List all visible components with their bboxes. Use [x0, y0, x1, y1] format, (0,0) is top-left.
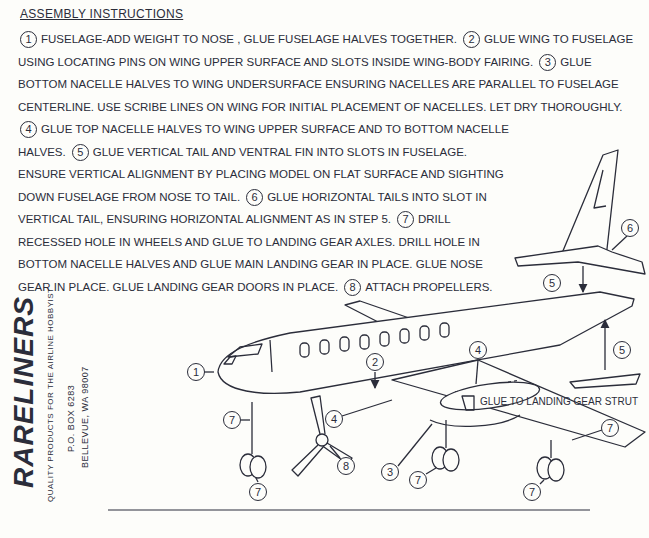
callout-number: 6: [621, 219, 639, 237]
step-number: 1: [20, 31, 37, 48]
spacer: [511, 140, 636, 260]
step-text: ATTACH PROPELLERS.: [365, 281, 492, 293]
leader-line: [330, 446, 340, 458]
callout-number: 1: [187, 363, 205, 381]
gear-door: [462, 396, 474, 410]
leader-line: [256, 478, 258, 482]
wheel: [250, 456, 266, 478]
address-line: P.O. BOX 6283: [66, 385, 76, 452]
leader-line: [540, 480, 544, 484]
instructions: 1 FUSELAGE-ADD WEIGHT TO NOSE , GLUE FUSE…: [18, 28, 636, 298]
horizontal-tail: [515, 246, 645, 274]
assembly-arrow: [374, 372, 375, 388]
brand-slogan: QUALITY PRODUCTS FOR THE AIRLINE HOBBYIS…: [46, 288, 55, 502]
door-line: [270, 340, 272, 372]
spacer: [635, 28, 636, 140]
wheel: [548, 459, 564, 481]
step-number: 5: [72, 144, 89, 161]
address-line: BELLEVUE, WA 98007: [80, 366, 90, 468]
leader-line: [204, 371, 214, 372]
leader-line: [476, 360, 478, 384]
callout-number: 3: [381, 463, 399, 481]
heading: ASSEMBLY INSTRUCTIONS: [20, 7, 183, 21]
callout-number: 7: [601, 419, 619, 437]
callout-number: 8: [337, 457, 355, 475]
step-number: 2: [463, 31, 480, 48]
callout-number: 7: [409, 471, 427, 489]
window: [300, 343, 309, 357]
vertical-tail: [560, 150, 618, 258]
ventral-fin: [570, 374, 640, 388]
window: [400, 329, 409, 343]
step-number: 8: [344, 279, 361, 296]
bottom-rule: [108, 509, 590, 510]
leader-line: [612, 236, 627, 250]
callout-number: 2: [366, 353, 384, 371]
window: [380, 332, 389, 346]
leader-line: [342, 400, 392, 416]
callout-number: 5: [613, 341, 631, 359]
callout-number: 7: [249, 483, 267, 501]
leader-line: [426, 468, 436, 474]
tail-logo: [594, 170, 606, 208]
step-number: 7: [397, 211, 414, 228]
nacelle-bottom-half: [430, 415, 520, 426]
spinner: [316, 434, 328, 446]
callout-number: 7: [523, 483, 541, 501]
brand-name: RARELINERS: [8, 296, 40, 488]
step-number: 3: [539, 54, 556, 71]
callout-number: 5: [543, 274, 561, 292]
blade: [311, 396, 325, 434]
callout-number: 7: [223, 411, 241, 429]
assembly-arrow: [604, 320, 605, 370]
leader-line: [241, 419, 250, 420]
window: [320, 340, 329, 354]
leader-line: [572, 430, 602, 440]
step-number: 6: [246, 189, 263, 206]
main-gear-strut: [445, 420, 446, 448]
window: [420, 326, 429, 340]
step-number: 4: [20, 121, 37, 138]
assembly-arrow: [582, 266, 583, 292]
part-note: GLUE TO LANDING GEAR STRUT: [480, 396, 638, 407]
wheel: [443, 449, 459, 471]
main-gear-strut: [550, 440, 551, 458]
windshield: [224, 356, 236, 364]
windshield: [228, 344, 262, 357]
window: [440, 323, 449, 337]
callout-number: 4: [325, 410, 343, 428]
blade: [292, 445, 324, 476]
nose-gear-strut: [251, 402, 252, 454]
window: [360, 335, 369, 349]
step-text: FUSELAGE-ADD WEIGHT TO NOSE , GLUE FUSEL…: [41, 33, 457, 45]
near-wing: [392, 360, 645, 447]
cabin-windows: [300, 323, 449, 357]
leader-line: [398, 424, 432, 466]
window: [340, 337, 349, 351]
callout-number: 4: [469, 341, 487, 359]
